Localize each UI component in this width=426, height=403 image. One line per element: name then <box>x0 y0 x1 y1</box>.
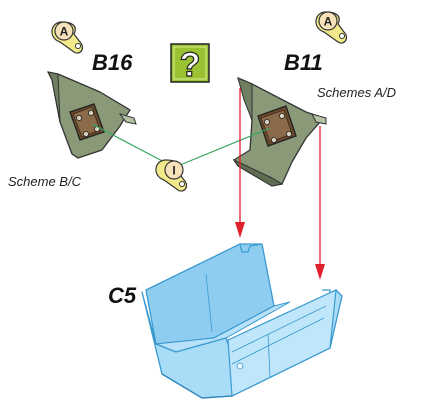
insertion-arrows <box>235 88 325 280</box>
tag-a-left-letter: A <box>60 25 69 39</box>
tag-i-letter: I <box>172 164 175 178</box>
part-label-b11: B11 <box>284 50 323 75</box>
bracket-b16 <box>47 71 137 159</box>
gutter-c5 <box>141 243 343 399</box>
scheme-label-ad: Schemes A/D <box>317 85 396 100</box>
question-icon: ? <box>170 43 210 85</box>
part-label-c5: C5 <box>108 283 137 308</box>
tag-i-icon: I <box>155 159 188 192</box>
tag-a-right-letter: A <box>324 15 333 29</box>
tag-a-left-icon: A <box>51 21 84 54</box>
scheme-label-bc: Scheme B/C <box>8 174 82 189</box>
connector-lines <box>91 123 271 166</box>
question-mark: ? <box>180 46 201 84</box>
tag-a-right-icon: A <box>315 11 348 44</box>
part-label-b16: B16 <box>92 50 133 75</box>
bracket-b11 <box>232 77 327 187</box>
